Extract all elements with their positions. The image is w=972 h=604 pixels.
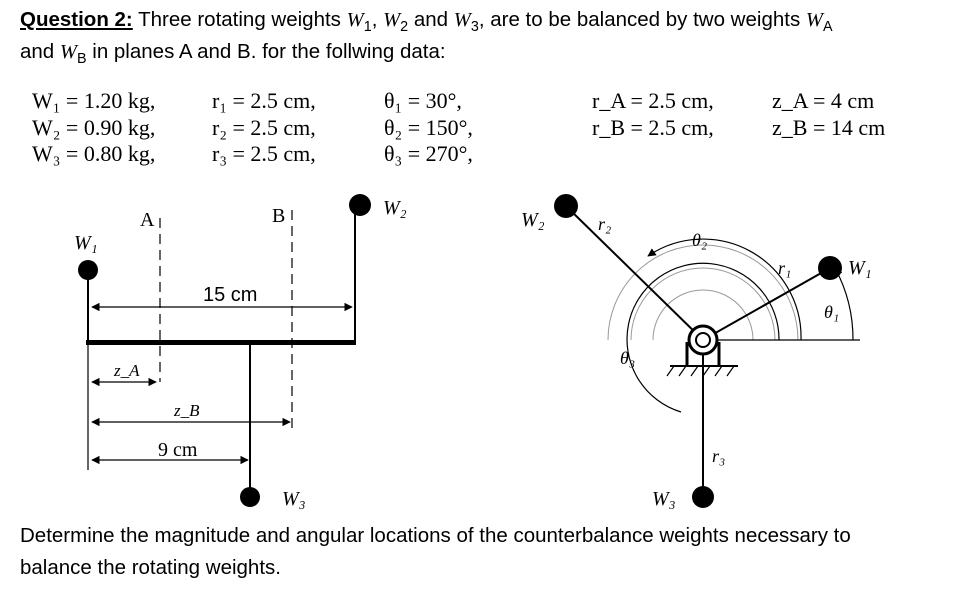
radius-r1: r₁ = 2.5 cm, — [212, 88, 316, 113]
end-w3-label: W₃ — [652, 488, 676, 510]
radius-r3: r₃ = 2.5 cm, — [212, 141, 316, 166]
var-w1: W — [346, 9, 364, 31]
r2-arm — [567, 207, 704, 341]
end-w1-mass — [818, 256, 842, 280]
mass-w2: W₂ = 0.90 kg, — [32, 114, 156, 140]
plane-z-column: z_A = 4 cm z_B = 14 cm — [772, 88, 885, 141]
dim-9-label: 9 cm — [158, 439, 198, 461]
var-w1-sub: 1 — [363, 19, 372, 36]
theta2-label: θ₂ — [692, 230, 707, 250]
var-w2: W — [383, 9, 401, 31]
r2-label: r₂ — [598, 214, 611, 234]
end-w2-label: W₂ — [521, 209, 545, 231]
w1-mass — [78, 260, 98, 280]
footer-line-2: balance the rotating weights. — [20, 556, 281, 579]
var-wa-sub: A — [822, 19, 833, 36]
w2-label: W₂ — [383, 197, 407, 219]
angle-th3: θ₃ = 270°, — [384, 141, 473, 166]
question-line-1: Question 2: Three rotating weights W1, W… — [20, 8, 833, 35]
var-wb-sub: B — [76, 51, 87, 68]
var-w3: W — [453, 9, 471, 31]
outer-arc — [607, 244, 799, 341]
radius-r2: r₂ = 2.5 cm, — [212, 114, 316, 140]
var-w3-sub: 3 — [470, 19, 479, 36]
r3-label: r₃ — [712, 446, 725, 466]
var-wa: W — [805, 9, 823, 31]
question-intro: Three rotating weights — [132, 8, 347, 31]
shaft — [86, 340, 356, 345]
plane-a-label: A — [140, 209, 155, 231]
radius-ra: r_A = 2.5 cm, — [592, 88, 714, 113]
w1-label: W₁ — [74, 232, 98, 254]
mass-w3: W₃ = 0.80 kg, — [32, 141, 156, 166]
z-a: z_A = 4 cm — [772, 88, 875, 113]
zb-label: z_B — [173, 401, 200, 420]
w3-mass — [240, 487, 260, 507]
za-label: z_A — [113, 361, 140, 380]
radius-rb: r_B = 2.5 cm, — [592, 114, 714, 140]
radii-column: r₁ = 2.5 cm, r₂ = 2.5 cm, r₃ = 2.5 cm, — [212, 88, 316, 168]
plane-b-label: B — [272, 205, 285, 227]
question-line-2: and WB in planes A and B. for the follwi… — [20, 40, 446, 67]
w3-label: W₃ — [282, 488, 306, 510]
bearing-inner — [695, 332, 711, 348]
inner-arc — [652, 289, 754, 341]
mid-arc — [630, 267, 776, 341]
sep: , — [371, 8, 384, 31]
end-view: W₂ W₁ W₃ r₂ r₁ r₃ θ₁ θ₂ θ₃ — [521, 194, 872, 510]
dim-15-label: 15 cm — [203, 284, 257, 306]
r1-arm — [702, 267, 831, 341]
theta2-arc — [647, 238, 802, 341]
question-intro-b: , are to be balanced by two weights — [478, 8, 806, 31]
theta3-label: θ₃ — [620, 348, 635, 368]
end-w2-mass — [554, 194, 578, 218]
end-w1-label: W₁ — [848, 257, 872, 279]
and-text: and — [408, 8, 454, 31]
footer-line-1: Determine the magnitude and angular loca… — [20, 524, 851, 547]
z-b: z_B = 14 cm — [772, 114, 886, 140]
theta3-arc — [626, 262, 780, 413]
question-line2-b: in planes A and B. for the follwing data… — [86, 40, 446, 63]
theta1-label: θ₁ — [824, 302, 839, 322]
ground-hatch — [666, 365, 735, 377]
end-w3-mass — [692, 486, 714, 508]
plane-radii-column: r_A = 2.5 cm, r_B = 2.5 cm, — [592, 88, 714, 141]
var-w2-sub: 2 — [400, 19, 409, 36]
question-label: Question 2: — [20, 8, 133, 31]
masses-column: W₁ = 1.20 kg, W₂ = 0.90 kg, W₃ = 0.80 kg… — [32, 88, 155, 168]
var-wb: W — [59, 41, 77, 63]
question-line2-a: and — [20, 40, 60, 63]
r1-label: r₁ — [778, 258, 791, 278]
w2-mass — [349, 194, 371, 216]
angle-th2: θ₂ = 150°, — [384, 114, 473, 140]
angle-th1: θ₁ = 30°, — [384, 88, 462, 113]
angles-column: θ₁ = 30°, θ₂ = 150°, θ₃ = 270°, — [384, 88, 473, 168]
side-view: A B W₁ W₂ W₃ 15 cm 9 cm z_A z_B — [74, 194, 407, 510]
mass-w1: W₁ = 1.20 kg, — [32, 88, 156, 113]
